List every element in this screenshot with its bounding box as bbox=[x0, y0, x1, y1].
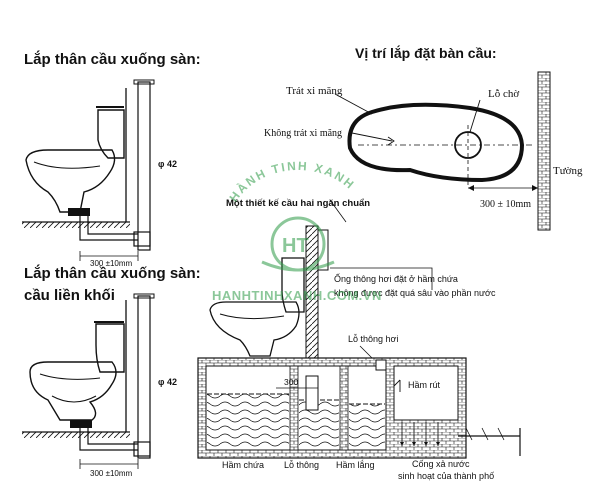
position-plan-figure: Trát xi măng Không trát xi măng Lỗ chờ T… bbox=[264, 71, 583, 231]
bottom-left-dimension: 300 ±10mm bbox=[90, 469, 133, 478]
no-cement-label: Không trát xi măng bbox=[264, 128, 342, 139]
suction-tank-label: Hầm rút bbox=[408, 380, 441, 390]
hole-label: Lỗ chờ bbox=[488, 88, 519, 100]
sewer-label-1: Cống xả nước bbox=[412, 459, 470, 469]
toilet-one-piece-figure: 300 ±10mm φ 42 bbox=[22, 293, 177, 478]
settling-tank-label: Hầm lắng bbox=[336, 460, 375, 470]
bottom-left-pipe-diameter: φ 42 bbox=[158, 377, 177, 387]
passage-hole-label: Lỗ thông bbox=[284, 460, 319, 470]
vent-pipe-note-2: không được đặt quá sâu vào phần nước bbox=[334, 288, 496, 298]
vent-hole-label: Lỗ thông hơi bbox=[348, 334, 398, 344]
heading-position: Vị trí lắp đặt bàn cầu: bbox=[355, 44, 497, 61]
watermark-site: HANHTINHXANH.COM.VN bbox=[212, 288, 382, 303]
storage-tank-label: Hầm chứa bbox=[222, 460, 264, 470]
vent-pipe-note-1: Ống thông hơi đặt ở hầm chứa bbox=[334, 273, 458, 284]
top-left-dimension: 300 ±10mm bbox=[90, 259, 133, 268]
position-dimension: 300 ± 10mm bbox=[480, 199, 531, 210]
watermark-letters: HT bbox=[282, 235, 309, 257]
septic-dimension: 300 bbox=[284, 377, 298, 387]
heading-floor-install-2: Lắp thân cầu xuống sàn: bbox=[24, 264, 201, 282]
septic-design-title: Một thiết kế cầu hai ngăn chuẩn bbox=[226, 198, 370, 209]
toilet-two-piece-figure: 300 ±10mm φ 42 bbox=[22, 79, 177, 268]
heading-one-piece: cầu liền khối bbox=[24, 287, 115, 304]
sewer-label-2: sinh hoạt của thành phố bbox=[398, 471, 494, 481]
heading-floor-install: Lắp thân cầu xuống sàn: bbox=[24, 50, 201, 68]
cement-label: Trát xi măng bbox=[286, 85, 343, 97]
wall-label: Tường bbox=[553, 165, 583, 177]
top-left-pipe-diameter: φ 42 bbox=[158, 159, 177, 169]
septic-tank-figure: Một thiết kế cầu hai ngăn chuẩn Ống thôn… bbox=[197, 198, 521, 481]
